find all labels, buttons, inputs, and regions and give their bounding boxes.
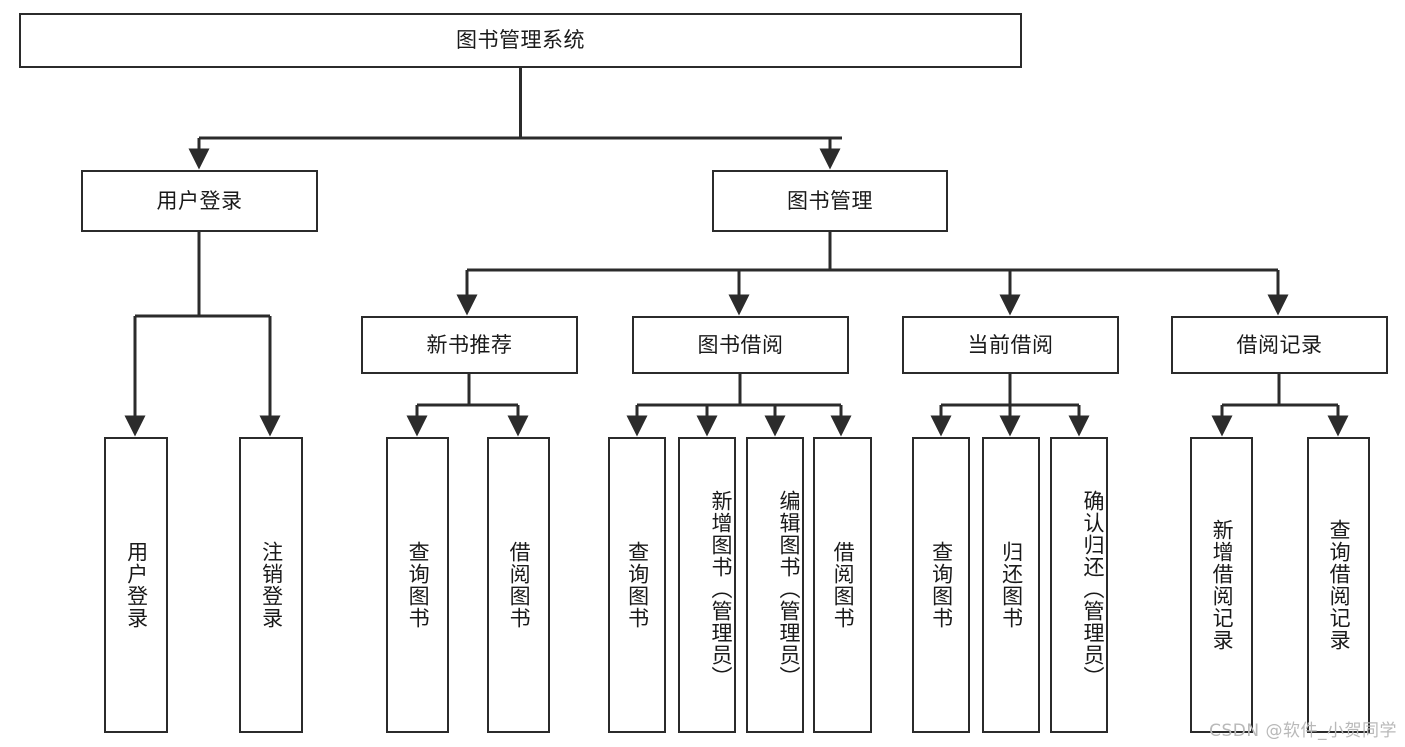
leaf-book-borrow-add-book-admin[interactable]: 新增图书（管理员）: [678, 437, 736, 733]
leaf-new-book-query-book[interactable]: 查询图书: [386, 437, 449, 733]
node-new-book-recommend[interactable]: 新书推荐: [361, 316, 578, 374]
leaf-borrow-record-query-record[interactable]: 查询借阅记录: [1307, 437, 1370, 733]
leaf-user-login-signin[interactable]: 用户登录: [104, 437, 168, 733]
node-current-borrow[interactable]: 当前借阅: [902, 316, 1119, 374]
leaf-book-borrow-borrow-book[interactable]: 借阅图书: [813, 437, 872, 733]
leaf-current-borrow-confirm-return-admin[interactable]: 确认归还（管理员）: [1050, 437, 1108, 733]
node-book-borrow[interactable]: 图书借阅: [632, 316, 849, 374]
leaf-user-login-signout[interactable]: 注销登录: [239, 437, 303, 733]
leaf-book-borrow-query-book[interactable]: 查询图书: [608, 437, 666, 733]
leaf-current-borrow-return-book[interactable]: 归还图书: [982, 437, 1040, 733]
csdn-watermark: CSDN @软件_小贺同学: [1209, 721, 1397, 741]
leaf-borrow-record-add-record[interactable]: 新增借阅记录: [1190, 437, 1253, 733]
node-borrow-record[interactable]: 借阅记录: [1171, 316, 1388, 374]
leaf-new-book-borrow-book[interactable]: 借阅图书: [487, 437, 550, 733]
node-root-system[interactable]: 图书管理系统: [19, 13, 1022, 68]
leaf-book-borrow-edit-book-admin[interactable]: 编辑图书（管理员）: [746, 437, 804, 733]
leaf-current-borrow-query-book[interactable]: 查询图书: [912, 437, 970, 733]
node-book-management[interactable]: 图书管理: [712, 170, 948, 232]
node-user-login[interactable]: 用户登录: [81, 170, 318, 232]
